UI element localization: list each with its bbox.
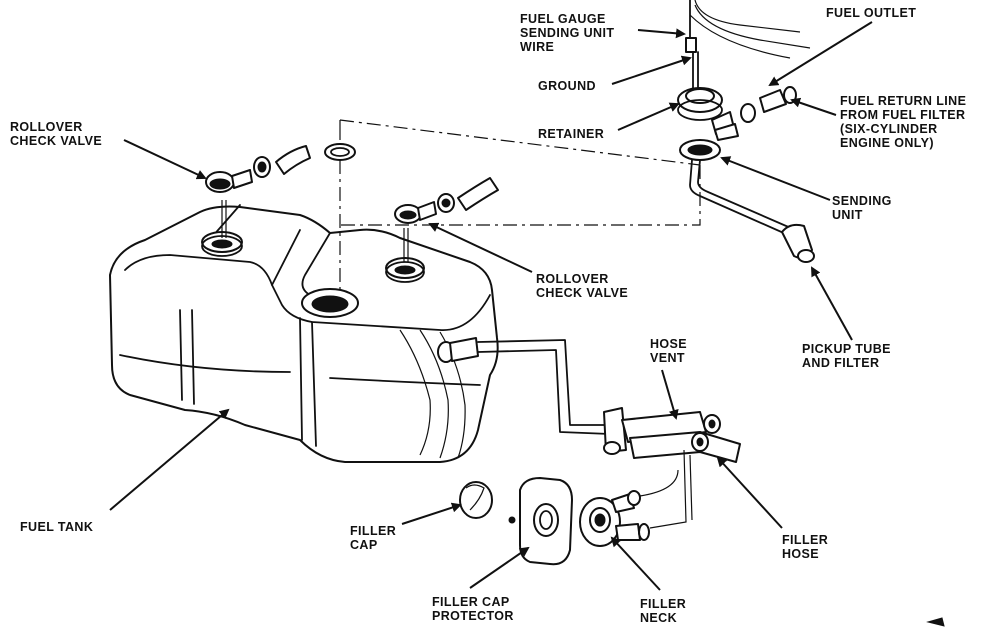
label-retainer: RETAINER	[538, 127, 605, 141]
filler-neck	[579, 490, 650, 547]
sending-unit-assembly	[677, 0, 815, 263]
leader-lines	[109, 21, 873, 591]
scan-mark	[926, 617, 945, 627]
label-fuel-tank: FUEL TANK	[20, 520, 94, 534]
alignment-line	[339, 119, 701, 295]
fuel-tank	[109, 204, 499, 463]
label-fuel-outlet: FUEL OUTLET	[826, 6, 917, 20]
filler-cap	[459, 481, 493, 519]
filler-cap-protector	[508, 477, 573, 566]
label-ground: GROUND	[538, 79, 596, 93]
rollover-check-valve-center	[394, 177, 499, 262]
vent-and-filler-hoses	[437, 337, 741, 529]
rollover-check-valve-left	[205, 143, 356, 238]
